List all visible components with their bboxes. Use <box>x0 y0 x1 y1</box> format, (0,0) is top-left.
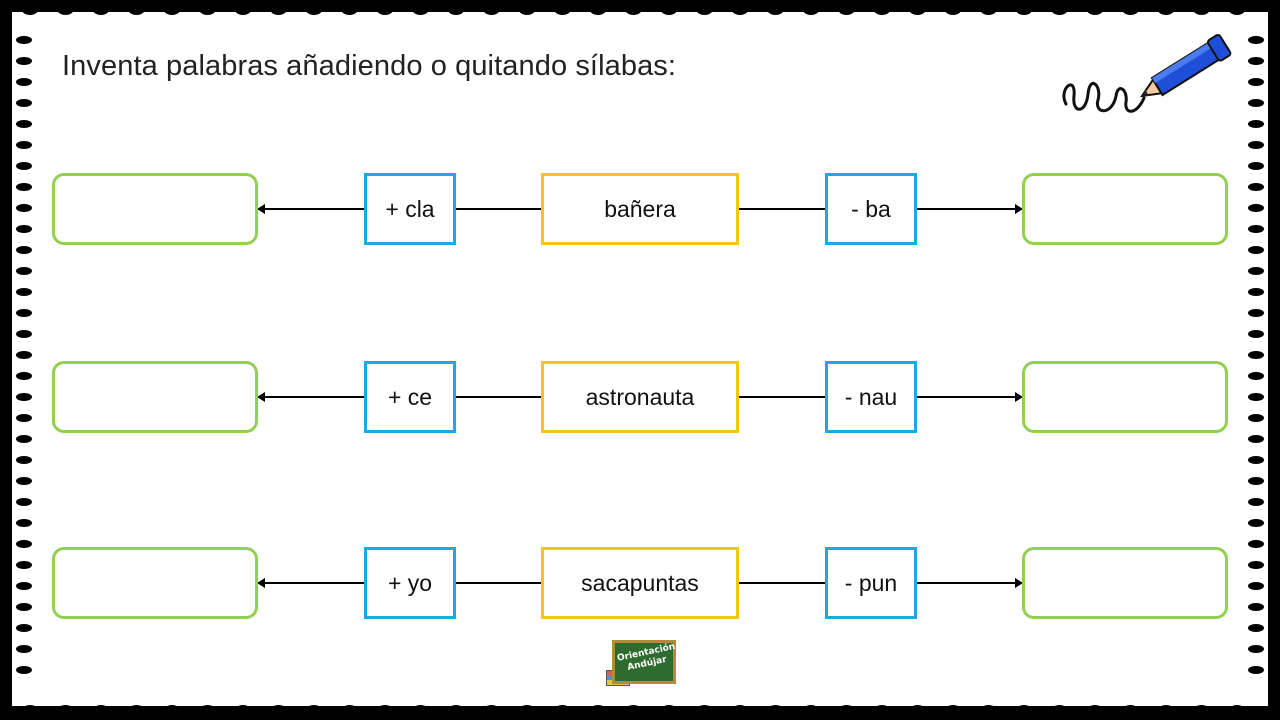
border-dot <box>377 705 393 715</box>
arrow-right-icon <box>1015 578 1023 588</box>
remove-syllable-box: - nau <box>825 361 917 433</box>
remove-syllable-box: - pun <box>825 547 917 619</box>
border-dot <box>696 705 713 715</box>
connector-line <box>738 396 826 398</box>
base-word-box: bañera <box>541 173 739 245</box>
connector-line <box>738 582 826 584</box>
border-dot <box>1051 705 1068 715</box>
answer-box-left[interactable] <box>52 361 258 433</box>
arrow-left-icon <box>257 204 265 214</box>
connector-line <box>915 208 1015 210</box>
border-dot <box>270 705 287 715</box>
answer-box-left[interactable] <box>52 547 258 619</box>
border-dot <box>590 705 606 715</box>
border-dot <box>519 705 535 715</box>
answer-box-right[interactable] <box>1022 547 1228 619</box>
connector-line <box>915 396 1015 398</box>
border-dot <box>412 705 429 715</box>
border-dot <box>306 705 322 715</box>
arrow-left-icon <box>257 392 265 402</box>
border-dot <box>93 705 109 715</box>
border-dot <box>1016 705 1032 715</box>
border-dot <box>767 705 784 715</box>
answer-box-left[interactable] <box>52 173 258 245</box>
connector-line <box>264 396 366 398</box>
border-dot <box>235 705 251 715</box>
border-dot <box>341 705 358 715</box>
border-dot <box>838 705 855 715</box>
chalkboard-logo-icon: Orientación Andújar <box>606 640 676 686</box>
base-word-box: sacapuntas <box>541 547 739 619</box>
add-syllable-box: + cla <box>364 173 456 245</box>
border-dot <box>57 705 74 715</box>
connector-line <box>455 396 543 398</box>
arrow-right-icon <box>1015 204 1023 214</box>
border-dot <box>1122 705 1139 715</box>
border-dot <box>909 705 926 715</box>
base-word-box: astronauta <box>541 361 739 433</box>
border-dot <box>661 705 677 715</box>
border-dot <box>199 705 216 715</box>
add-syllable-box: + yo <box>364 547 456 619</box>
border-dot <box>980 705 997 715</box>
connector-line <box>264 208 366 210</box>
connector-line <box>455 208 543 210</box>
connector-line <box>455 582 543 584</box>
border-dot <box>448 705 464 715</box>
border-dot <box>1193 705 1210 715</box>
remove-syllable-box: - ba <box>825 173 917 245</box>
border-dot <box>1158 705 1174 715</box>
chalkboard <box>612 640 676 684</box>
arrow-right-icon <box>1015 392 1023 402</box>
border-dot <box>945 705 961 715</box>
answer-box-right[interactable] <box>1022 361 1228 433</box>
border-dot <box>625 705 642 715</box>
add-syllable-box: + ce <box>364 361 456 433</box>
border-dot <box>164 705 180 715</box>
border-dot <box>554 705 571 715</box>
arrow-left-icon <box>257 578 265 588</box>
pencil-icon <box>1062 34 1232 113</box>
border-dot <box>22 705 38 715</box>
border-dot <box>803 705 819 715</box>
connector-line <box>264 582 366 584</box>
connector-line <box>915 582 1015 584</box>
page-title: Inventa palabras añadiendo o quitando sí… <box>62 50 677 82</box>
border-dot <box>732 705 748 715</box>
border-dot <box>1229 705 1245 715</box>
connector-line <box>738 208 826 210</box>
border-dot <box>483 705 500 715</box>
border-dot <box>1087 705 1103 715</box>
border-dot <box>874 705 890 715</box>
border-dot <box>128 705 145 715</box>
answer-box-right[interactable] <box>1022 173 1228 245</box>
